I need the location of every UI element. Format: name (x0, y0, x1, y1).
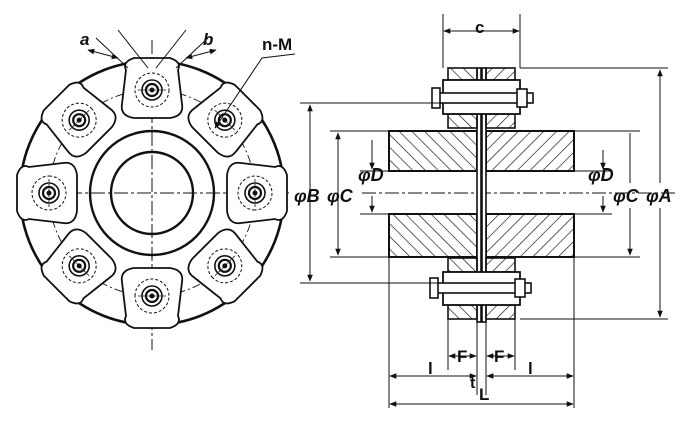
right-flange-plate (481, 67, 487, 323)
top-bushing-left-lower (447, 113, 478, 129)
right-hub-top (485, 130, 575, 172)
top-bolt-head (431, 87, 441, 109)
bushing-lobe (40, 228, 117, 305)
bottom-bushing-left-upper (447, 257, 478, 273)
n-m-leader (214, 53, 296, 129)
label-phi-c-right: φC (613, 186, 640, 206)
top-bushing-left-upper (447, 67, 478, 81)
label-t: t (470, 375, 476, 392)
bushing-lobe (187, 228, 264, 305)
label-phi-d-left: φD (358, 165, 384, 185)
label-n-m: n-M (262, 35, 292, 54)
bushing-lobe (120, 267, 184, 329)
section-view: c φB φC φD φD φC φA (294, 14, 678, 408)
label-phi-a: φA (646, 186, 672, 206)
dim-b-line (185, 48, 217, 60)
bushing-lobe (40, 81, 117, 158)
top-bushing-right-upper (485, 67, 516, 81)
bottom-bushing-right-lower (485, 304, 516, 320)
label-phi-b: φB (294, 186, 320, 206)
dim-a-extension-2 (117, 29, 149, 69)
bushing-lobe (120, 57, 184, 119)
bushing-lobe (226, 161, 288, 225)
left-hub-top (388, 130, 478, 172)
top-bushing-right-lower (485, 113, 516, 129)
label-phi-d-right: φD (588, 165, 614, 185)
label-L: L (479, 385, 489, 404)
bushing-lobe (16, 161, 78, 225)
bushing-lobes (16, 57, 288, 329)
label-b: b (203, 30, 213, 49)
hub-outer-circle (88, 129, 216, 257)
bore-circle (109, 150, 195, 236)
label-f-right: F (494, 347, 504, 366)
bottom-bushing-left-lower (447, 304, 478, 320)
label-a: a (80, 30, 89, 49)
label-f-left: F (457, 347, 467, 366)
label-l-left: l (428, 359, 433, 378)
bottom-bolt-nut (514, 278, 526, 298)
left-hub-bottom (388, 213, 478, 258)
dim-a-line (87, 48, 119, 60)
label-phi-c-left: φC (327, 186, 354, 206)
top-bolt-nut (516, 88, 528, 108)
label-l-right: l (528, 359, 533, 378)
dim-b-extension-2 (155, 29, 187, 69)
right-hub-bottom (485, 213, 575, 258)
left-flange-plate (476, 67, 482, 323)
front-view: a b n-M (16, 29, 296, 350)
bottom-bushing-right-upper (485, 257, 516, 273)
top-bolt-assembly (431, 67, 534, 129)
label-c: c (475, 18, 484, 37)
bottom-bolt-assembly (429, 257, 532, 320)
bottom-bolt-head (429, 277, 439, 299)
